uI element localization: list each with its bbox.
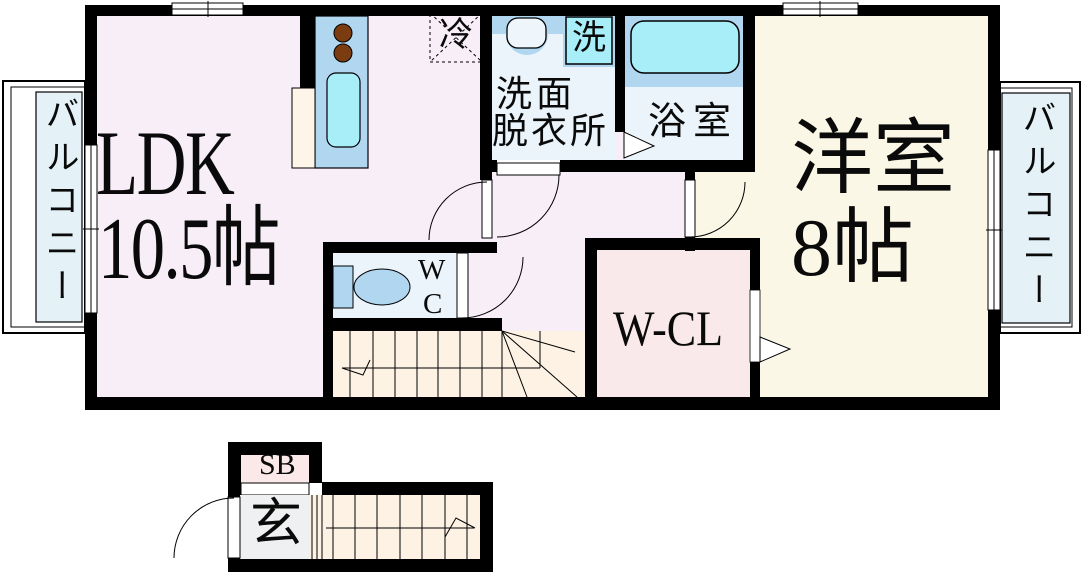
refrigerator-label: 冷 [439, 17, 473, 54]
kitchen-counter [291, 15, 369, 169]
door-washroom [496, 160, 561, 238]
balcony-right-deck [1001, 92, 1071, 324]
entrance-stairs-floor [310, 495, 480, 559]
window-balcony-left [83, 144, 99, 314]
washroom-label-line1: 洗面 [496, 74, 577, 114]
stair-direction-arrow [341, 359, 371, 376]
ldk-label: LDK [96, 112, 235, 214]
washer-label: 洗 [572, 20, 606, 57]
window-balcony-right [986, 149, 1002, 311]
wcl-floor [597, 250, 750, 397]
washing-machine-icon [563, 16, 615, 67]
kitchen-sink-icon [326, 72, 361, 148]
stair-direction-arrow [444, 517, 476, 538]
washstand-icon [492, 16, 563, 55]
kitchen-board [291, 87, 316, 169]
western-room-label: 洋室 [791, 113, 956, 204]
genkan-floor [240, 495, 310, 559]
door-entrance [173, 496, 241, 559]
ldk-size-label: 10.5帖 [98, 201, 281, 298]
bathtub-icon [630, 20, 740, 74]
door-ldk [428, 179, 493, 241]
western-room-size-label: 8帖 [791, 202, 915, 293]
door-bathroom [623, 131, 656, 159]
window-top-ldk [171, 1, 244, 17]
window-top-western [782, 1, 859, 17]
door-western-room [684, 179, 746, 238]
balcony-left-label: バルコニー [40, 96, 77, 311]
washroom-label-line2: 脱衣所 [492, 111, 610, 151]
toilet-label-line2: C [423, 288, 443, 320]
balcony-left-deck [35, 91, 83, 323]
refrigerator-space-icon [429, 12, 483, 63]
shoe-box-lip [240, 482, 310, 496]
entrance-walls [228, 442, 493, 572]
shoe-box-area [241, 455, 309, 483]
entrance-block [173, 442, 493, 572]
genkan-label: 玄 [250, 496, 303, 553]
shoe-box-label: SB [259, 448, 296, 481]
balcony-right [999, 81, 1081, 334]
toilet-label-line1: W [418, 254, 446, 286]
stove-burner-icon [333, 43, 353, 63]
interior-walls [300, 16, 760, 397]
toilet-icon [332, 265, 411, 309]
balcony-left [2, 80, 86, 334]
door-toilet [456, 252, 524, 319]
stove-burner-icon [333, 23, 353, 43]
bathroom-label: 浴室 [648, 101, 739, 143]
staircase-lower [311, 495, 476, 559]
wcl-label: W-CL [613, 300, 723, 356]
balcony-right-label: バルコニー [1017, 100, 1054, 315]
stairs-floor [331, 331, 585, 397]
door-wcl [749, 289, 792, 363]
staircase-upper [341, 330, 578, 398]
